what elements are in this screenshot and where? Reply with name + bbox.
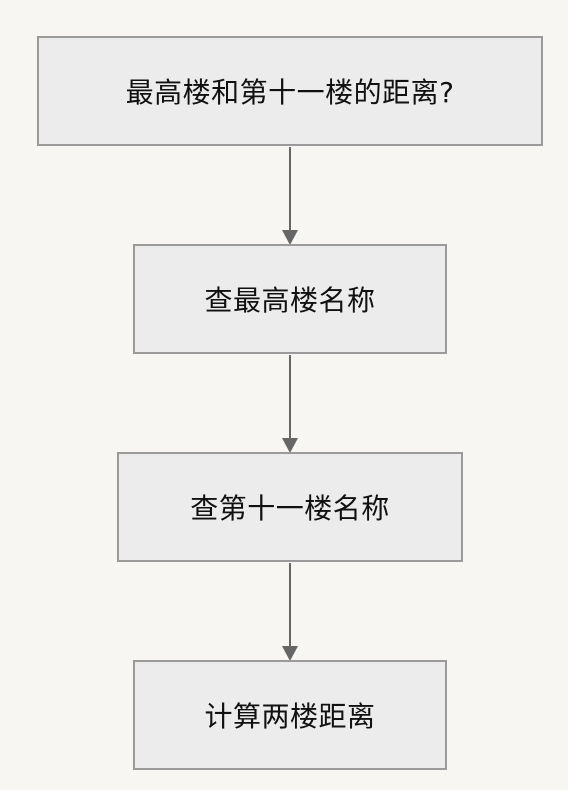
node-question-label: 最高楼和第十一楼的距离? (125, 76, 455, 109)
node-compute-distance-label: 计算两楼距离 (204, 700, 376, 733)
node-lookup-tallest-label: 查最高楼名称 (204, 284, 376, 317)
node-compute-distance: 计算两楼距离 (133, 660, 447, 770)
node-question: 最高楼和第十一楼的距离? (37, 36, 543, 146)
node-lookup-eleventh-label: 查第十一楼名称 (190, 492, 390, 525)
edge-n1-n2 (282, 147, 298, 245)
node-lookup-eleventh: 查第十一楼名称 (117, 452, 463, 562)
arrowhead-icon (282, 438, 298, 453)
arrowhead-icon (282, 646, 298, 661)
edge-n2-n3 (282, 355, 298, 453)
arrowhead-icon (282, 230, 298, 245)
edge-n3-n4 (282, 563, 298, 661)
node-lookup-tallest: 查最高楼名称 (133, 244, 447, 354)
